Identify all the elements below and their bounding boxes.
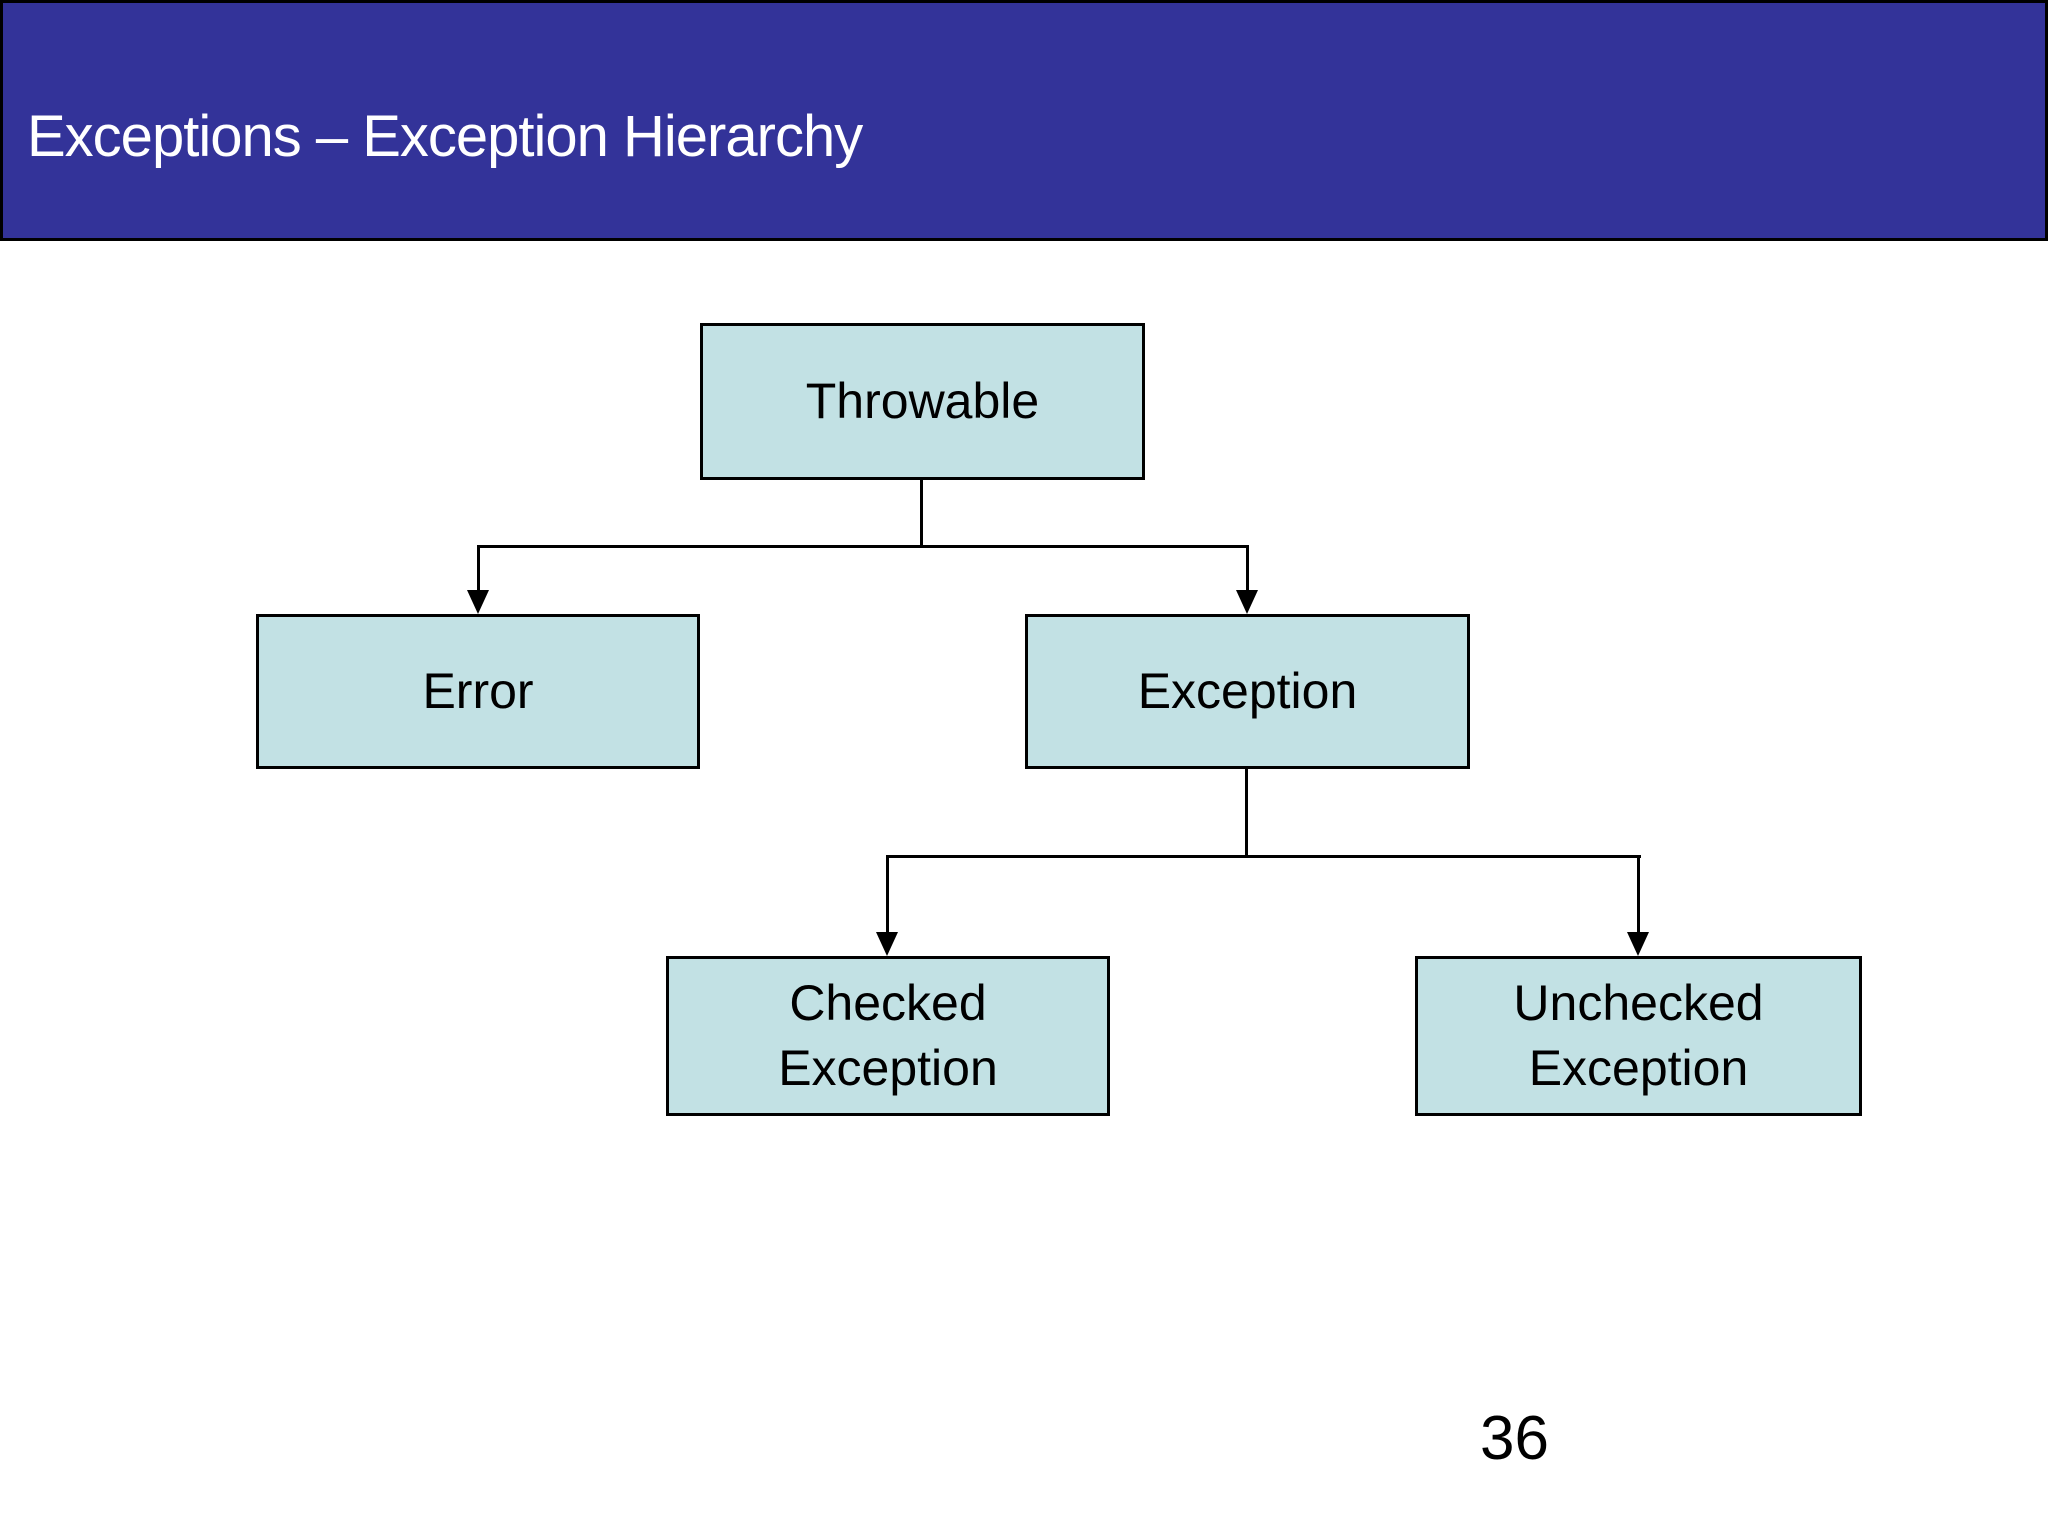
arrowhead-exception xyxy=(1236,590,1258,614)
arrowhead-error xyxy=(467,590,489,614)
node-throwable-label: Throwable xyxy=(805,373,1040,429)
page-title: Exceptions – Exception Hierarchy xyxy=(27,104,863,169)
node-checked-exception: Checked Exception xyxy=(666,956,1110,1116)
connector-drop-to-unchecked xyxy=(1637,855,1640,934)
node-throwable: Throwable xyxy=(700,323,1145,480)
node-error: Error xyxy=(256,614,700,769)
connector-exception-stub xyxy=(1245,768,1248,858)
node-unchecked-exception: Unchecked Exception xyxy=(1415,956,1862,1116)
connector-throwable-stub xyxy=(920,477,923,548)
connector-level1-horizontal xyxy=(477,545,1249,548)
connector-drop-to-error xyxy=(477,545,480,592)
arrowhead-unchecked-exception xyxy=(1627,932,1649,956)
arrowhead-checked-exception xyxy=(876,932,898,956)
slide-title-bar: Exceptions – Exception Hierarchy xyxy=(0,0,2048,241)
page-number: 36 xyxy=(1480,1404,1549,1473)
node-error-label: Error xyxy=(422,663,534,719)
node-exception: Exception xyxy=(1025,614,1470,769)
connector-level2-horizontal xyxy=(886,855,1641,858)
node-unchecked-exception-label: Unchecked Exception xyxy=(1513,975,1764,1096)
node-checked-exception-label: Checked Exception xyxy=(778,975,998,1096)
connector-drop-to-exception xyxy=(1246,545,1249,592)
connector-drop-to-checked xyxy=(886,855,889,934)
node-exception-label: Exception xyxy=(1137,663,1358,719)
